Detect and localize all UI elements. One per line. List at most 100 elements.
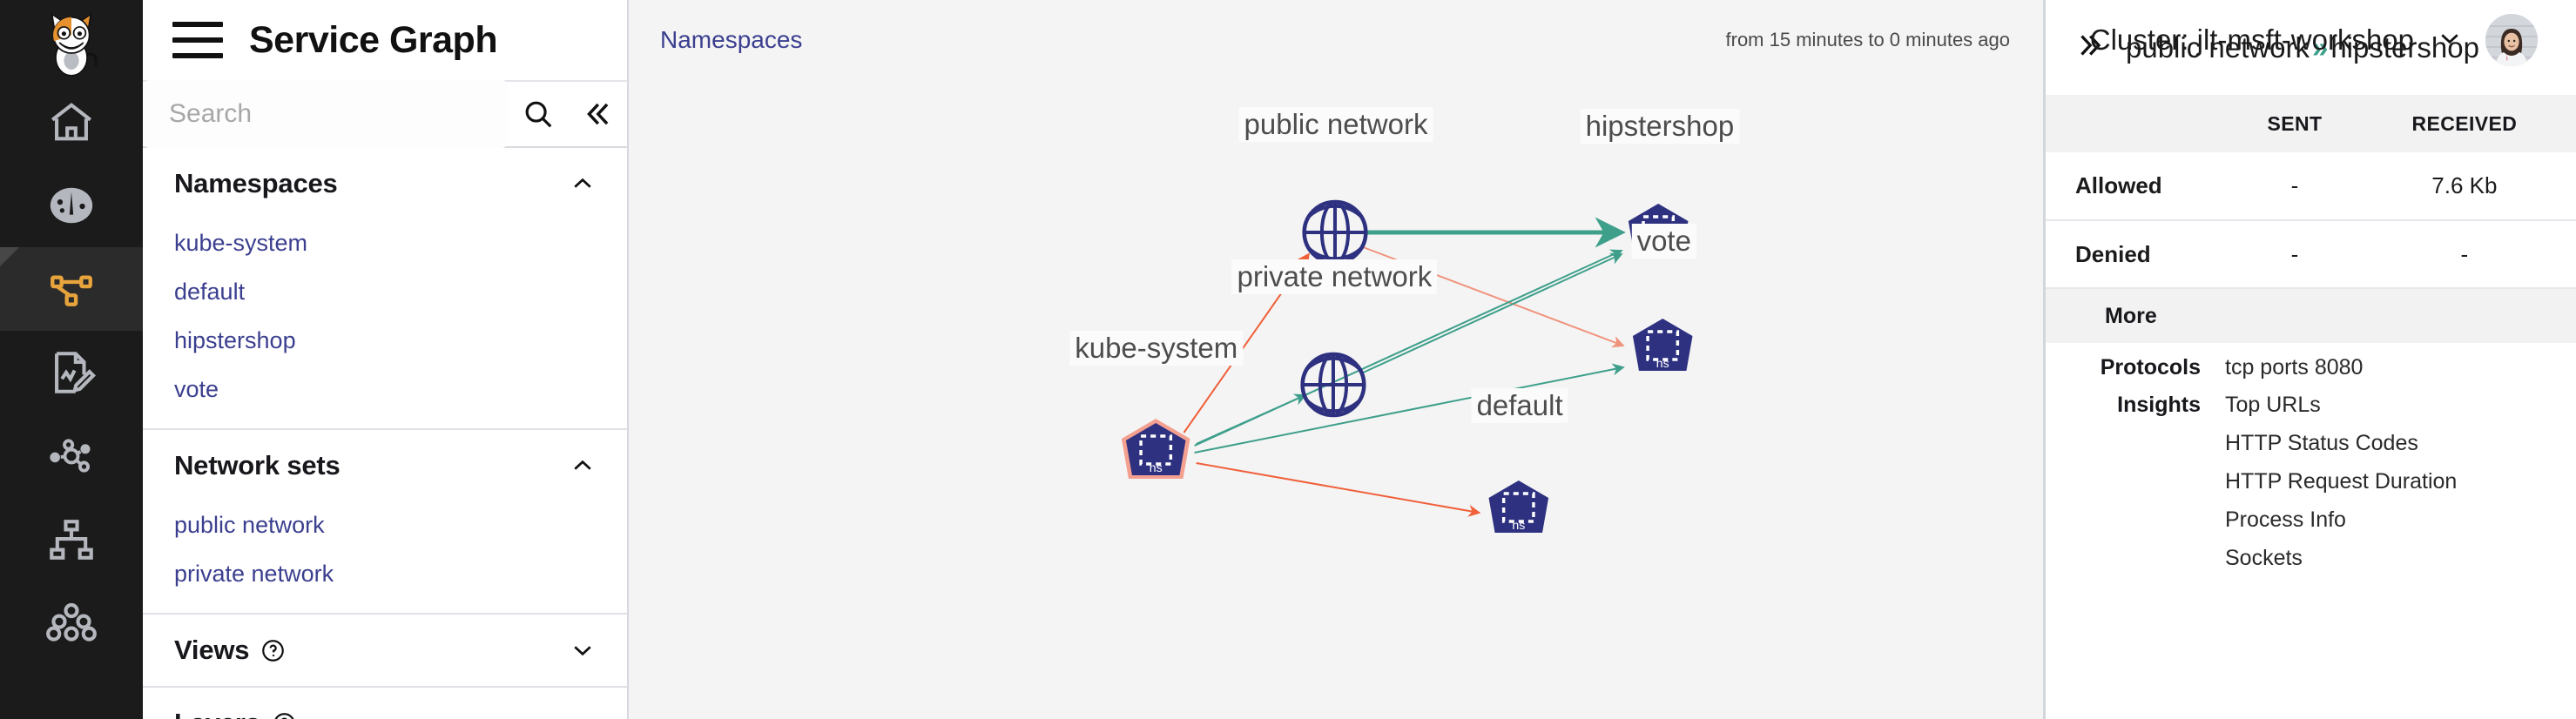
insight-http-status-codes[interactable]: HTTP Status Codes [2225, 431, 2418, 455]
node-sublabel: ns [1150, 460, 1163, 474]
sidebar-section-layers: Layers [143, 688, 627, 719]
cell-denied-received: - [2352, 220, 2576, 289]
chevron-down-icon[interactable] [570, 710, 596, 719]
insights-values: Top URLs HTTP Status Codes HTTP Request … [2225, 393, 2457, 571]
section-header-layers[interactable]: Layers [143, 688, 627, 719]
sidebar-item-vote[interactable]: vote [174, 376, 219, 402]
graph-node-private-network[interactable] [1300, 352, 1366, 418]
network-set-list: public network private network [143, 501, 627, 613]
graph-svg: ns ns ns [1121, 199, 1693, 533]
section-title: Network sets [174, 450, 341, 480]
edge-kube-system-default[interactable] [1196, 462, 1481, 517]
sidebar-section-views: Views [143, 615, 627, 688]
sidebar-item-private-network[interactable]: private network [174, 561, 334, 587]
sidebar-item-public-network[interactable]: public network [174, 512, 325, 538]
section-header-namespaces[interactable]: Namespaces [143, 148, 627, 219]
edge-kube-system-private-network[interactable] [1196, 393, 1307, 445]
graph-toolbar: Namespaces from 15 minutes to 0 minutes … [629, 0, 2043, 80]
chevron-double-right-icon[interactable] [2075, 30, 2107, 65]
graph-nodes: ns ns ns [1121, 199, 1693, 533]
detail-breadcrumb: public network » hipstershop [2126, 31, 2479, 64]
help-circle-icon[interactable] [260, 638, 286, 663]
chevron-up-icon[interactable] [570, 453, 596, 479]
section-header-network-sets[interactable]: Network sets [143, 430, 627, 501]
graph-edges [1183, 217, 1626, 517]
help-circle-icon[interactable] [272, 711, 297, 719]
graph-node-label-hipstershop: hipstershop [1580, 109, 1740, 144]
row-label-allowed: Allowed [2046, 152, 2237, 221]
avatar[interactable] [2485, 14, 2538, 66]
time-range-label[interactable]: from 15 minutes to 0 minutes ago [1725, 29, 2011, 50]
chevron-down-icon[interactable] [2437, 25, 2463, 56]
chevron-up-icon[interactable] [570, 171, 596, 197]
sidebar-item-default[interactable]: default [174, 279, 246, 305]
insights-row: Insights Top URLs HTTP Status Codes HTTP… [2046, 380, 2576, 571]
breadcrumb-source[interactable]: public network [2126, 30, 2310, 64]
sidebar-item-cluster[interactable] [0, 581, 143, 665]
search-box[interactable] [143, 80, 509, 148]
panel-header: Service Graph [143, 0, 627, 80]
search-icon[interactable] [509, 97, 568, 131]
graph-node-label-default: default [1471, 387, 1568, 423]
graph-node-public-network[interactable] [1302, 199, 1368, 265]
row-label-denied: Denied [2046, 220, 2237, 289]
namespace-list: kube-system default hipstershop vote [143, 219, 627, 428]
sidebar-item-hierarchy[interactable] [0, 498, 143, 581]
cluster-selector-label[interactable]: Cluster: jlt-msft-workshop [2089, 24, 2414, 56]
detail-panel: public network » hipstershop SENT RECEIV… [2043, 0, 2576, 719]
section-title: Namespaces [174, 168, 338, 198]
breadcrumb[interactable]: Namespaces [660, 26, 803, 53]
chevron-double-left-icon[interactable] [568, 97, 627, 131]
icon-rail [0, 0, 143, 719]
calico-cat-logo[interactable] [0, 0, 143, 80]
table-header-row: SENT RECEIVED [2046, 95, 2576, 152]
edge-private-network-hipstershop[interactable] [1362, 252, 1623, 373]
sidebar-item-nodes[interactable] [0, 414, 143, 498]
sidebar-section-namespaces: Namespaces kube-system default hipstersh… [143, 148, 627, 430]
section-title: Layers [174, 708, 260, 719]
insight-top-urls[interactable]: Top URLs [2225, 393, 2321, 417]
cell-allowed-sent: - [2236, 152, 2353, 221]
insight-sockets[interactable]: Sockets [2225, 546, 2303, 570]
rail-item-list [0, 80, 143, 665]
sidebar-item-hipstershop[interactable]: hipstershop [174, 327, 296, 353]
sidebar-item-service-graph[interactable] [0, 247, 143, 331]
sidebar-item-dashboard[interactable] [0, 164, 143, 247]
chevron-down-icon[interactable] [570, 637, 596, 663]
graph-node-label-private-network: private network [1231, 259, 1438, 294]
section-header-views[interactable]: Views [143, 615, 627, 686]
sidebar-section-network-sets: Network sets public network private netw… [143, 430, 627, 615]
insights-label: Insights [2117, 393, 2201, 417]
edge-kube-system-vote[interactable] [1194, 363, 1625, 454]
table-row: Denied - - [2046, 220, 2576, 289]
sidebar-item-home[interactable] [0, 80, 143, 164]
graph-canvas[interactable]: ns ns ns [629, 80, 2043, 719]
sidebar-item-kube-system[interactable]: kube-system [174, 230, 308, 256]
sidebar-item-policies[interactable] [0, 331, 143, 414]
col-header-blank [2046, 95, 2237, 152]
graph-node-kube-system[interactable]: ns [1121, 419, 1190, 479]
insight-http-request-duration[interactable]: HTTP Request Duration [2225, 469, 2458, 494]
detail-header: public network » hipstershop [2046, 0, 2576, 95]
more-section-header[interactable]: More [2046, 289, 2576, 343]
cell-denied-sent: - [2236, 220, 2353, 289]
page-title: Service Graph [249, 18, 498, 61]
protocols-label: Protocols [2100, 355, 2201, 380]
hamburger-icon[interactable] [172, 22, 223, 58]
breadcrumb-separator-icon: » [2311, 30, 2329, 64]
protocols-values: tcp ports 8080 [2225, 355, 2363, 380]
node-sublabel: ns [1512, 518, 1525, 532]
protocols-row: Protocols tcp ports 8080 [2046, 343, 2576, 380]
search-input[interactable] [169, 99, 500, 129]
header-right: Cluster: jlt-msft-workshop [2090, 0, 2538, 80]
search-row [143, 80, 627, 148]
graph-node-label-public-network: public network [1238, 106, 1433, 142]
insight-process-info[interactable]: Process Info [2225, 507, 2346, 532]
cell-allowed-received: 7.6 Kb [2352, 152, 2576, 221]
section-title: Views [174, 635, 250, 665]
graph-area: Namespaces from 15 minutes to 0 minutes … [629, 0, 2043, 719]
graph-node-label-vote: vote [1631, 224, 1696, 259]
graph-node-default[interactable]: ns [1488, 480, 1549, 533]
graph-node-vote[interactable]: ns [1632, 319, 1693, 371]
